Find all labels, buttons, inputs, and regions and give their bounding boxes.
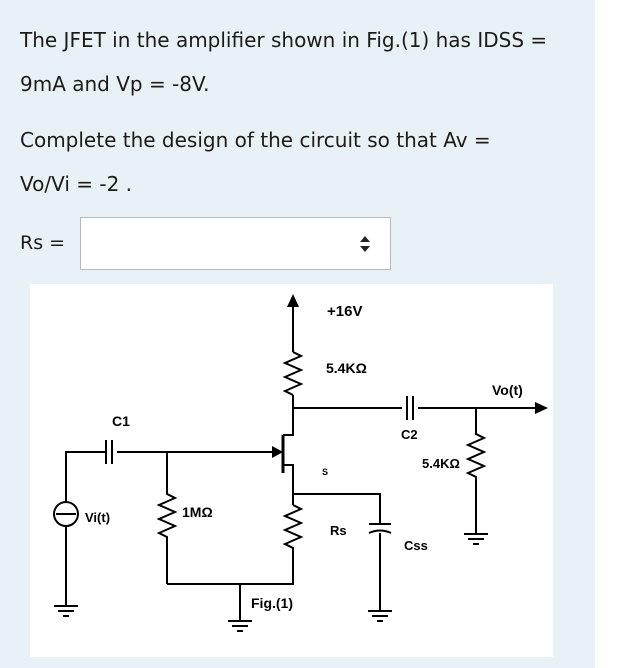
rd-resistor <box>282 351 304 396</box>
jfet-gate-arrow-icon <box>272 446 283 458</box>
label-c2: C2 <box>401 427 418 442</box>
label-cs: Css <box>404 538 428 553</box>
label-supply: +16V <box>327 303 363 320</box>
label-source-pin: S <box>322 467 329 477</box>
question-text-line-2: 9mA and Vp = -8V. <box>20 72 210 96</box>
circuit-figure: +16V 5.4KΩ Vo(t) C1 C2 5.4KΩ S Vi(t) 1MΩ… <box>30 284 553 657</box>
css-ground-icon <box>368 610 392 622</box>
question-text-line-3: Complete the design of the circuit so th… <box>20 128 491 152</box>
input-ground-icon <box>54 605 78 617</box>
rs-answer-dropdown[interactable] <box>80 217 391 270</box>
c2-capacitor <box>406 396 414 420</box>
figure-caption: Fig.(1) <box>251 595 293 611</box>
question-text-line-1: The JFET in the amplifier shown in Fig.(… <box>20 28 548 52</box>
label-output: Vo(t) <box>492 382 523 398</box>
source-bypass-wire <box>293 493 381 524</box>
label-rs: Rs <box>330 523 347 538</box>
rs-label: Rs = <box>20 232 66 254</box>
rg-resistor <box>156 452 178 584</box>
jfet-drain-lead <box>283 408 294 436</box>
drain-wire <box>292 395 402 409</box>
c1-capacitor <box>105 440 113 464</box>
rs-resistor <box>167 504 304 585</box>
supply-arrow-icon <box>287 294 299 307</box>
question-panel: The JFET in the amplifier shown in Fig.(… <box>0 0 595 668</box>
rl-resistor <box>465 408 487 534</box>
label-input: Vi(t) <box>85 510 111 525</box>
output-arrow-icon <box>535 402 548 414</box>
jfet-amplifier-schematic <box>53 294 548 632</box>
question-text-line-4: Vo/Vi = -2 . <box>20 172 133 196</box>
jfet-source-lead <box>283 464 294 505</box>
rl-ground-icon <box>464 533 488 545</box>
input-wire <box>65 451 106 502</box>
dropdown-arrows-icon <box>360 236 370 252</box>
label-rd: 5.4KΩ <box>326 360 367 376</box>
label-rl: 5.4KΩ <box>422 456 460 471</box>
css-plate-bottom <box>368 529 392 534</box>
label-rg: 1MΩ <box>182 504 213 520</box>
label-c1: C1 <box>112 413 130 429</box>
main-ground-icon <box>228 620 252 632</box>
